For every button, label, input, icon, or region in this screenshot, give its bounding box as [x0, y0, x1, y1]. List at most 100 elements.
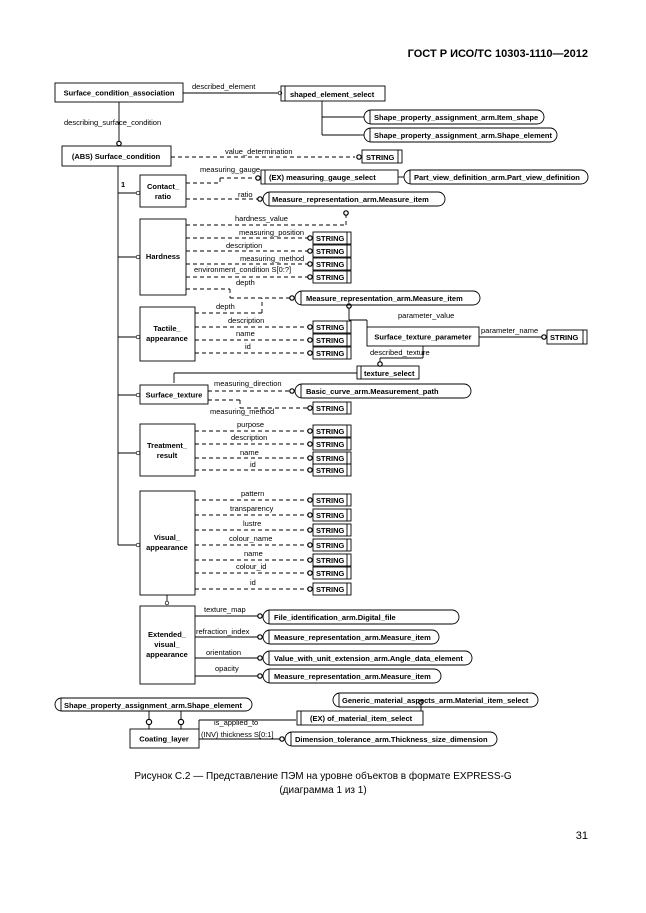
entity-tactile-appearance: Tactile_ appearance: [139, 306, 196, 362]
string-parameter-name: STRING: [546, 329, 588, 345]
svg-text:STRING: STRING: [366, 153, 395, 162]
entity-extended-visual-appearance: Extended_ visual_ appearance: [139, 605, 196, 685]
attr-description-r: description: [231, 433, 267, 442]
ref-thickness-size-dimension: Dimension_tolerance_arm.Thickness_size_d…: [284, 731, 498, 747]
select-shaped-element: shaped_element_select: [280, 85, 386, 136]
attr-environment-condition: environment_condition S[0:?]: [194, 265, 291, 274]
page-number: 31: [575, 830, 588, 842]
attr-description-t: description: [228, 316, 264, 325]
attr-orientation: orientation: [206, 648, 241, 657]
attr-name-t: name: [236, 329, 255, 338]
string-transparency: STRING: [312, 508, 352, 522]
attr-texture-map: texture_map: [204, 605, 246, 614]
svg-text:Value_with_unit_extension_arm.: Value_with_unit_extension_arm.Angle_data…: [274, 654, 463, 663]
svg-text:(ABS) Surface_condition: (ABS) Surface_condition: [72, 152, 161, 161]
string-id-r: STRING: [312, 463, 352, 477]
string-description-t: STRING: [312, 320, 352, 334]
svg-text:Surface_texture_parameter: Surface_texture_parameter: [374, 333, 471, 342]
dashed-relations: [171, 156, 355, 590]
svg-text:Surface_condition_association: Surface_condition_association: [64, 89, 175, 98]
svg-text:shaped_element_select: shaped_element_select: [290, 90, 375, 99]
string-boxes: STRING STRING STRING STRING STRING STRIN…: [312, 149, 588, 596]
ref-measure-item-refraction: Measure_representation_arm.Measure_item: [262, 629, 440, 645]
document-header: ГОСТ Р ИСО/ТС 10303-1110—2012: [407, 48, 588, 60]
svg-text:STRING: STRING: [316, 349, 345, 358]
string-pattern: STRING: [312, 493, 352, 507]
entity-coating-layer: Coating_layer: [129, 728, 200, 749]
svg-text:visual_: visual_: [154, 640, 180, 649]
svg-text:STRING: STRING: [316, 585, 345, 594]
attr-measuring-method-h: measuring_method: [240, 254, 304, 263]
svg-text:result: result: [157, 451, 178, 460]
svg-text:STRING: STRING: [550, 333, 579, 342]
string-measuring-method-s: STRING: [312, 401, 352, 415]
attr-describing-surface-condition: describing_surface_condition: [64, 118, 161, 127]
entity-hardness: Hardness: [139, 218, 187, 296]
end-circles: [145, 154, 547, 742]
svg-text:STRING: STRING: [316, 404, 345, 413]
attr-depth-h: depth: [236, 278, 255, 287]
attr-id-v: id: [250, 578, 256, 587]
attr-measuring-position: measuring_position: [239, 228, 304, 237]
attr-inv-thickness: (INV) thickness S[0:1]: [201, 730, 274, 739]
svg-text:appearance: appearance: [146, 543, 188, 552]
svg-text:Shape_property_assignment_arm.: Shape_property_assignment_arm.Shape_elem…: [374, 131, 552, 140]
ref-ex-measuring-gauge-select: (EX) measuring_gauge_select: [260, 169, 399, 185]
ref-shape-element: Shape_property_assignment_arm.Shape_elem…: [363, 127, 558, 143]
svg-text:STRING: STRING: [316, 234, 345, 243]
string-value-determination: STRING: [361, 149, 403, 164]
attr-transparency: transparency: [230, 504, 274, 513]
entity-treatment-result: Treatment_ result: [139, 423, 196, 477]
string-lustre: STRING: [312, 523, 352, 537]
attr-lustre: lustre: [243, 519, 261, 528]
attr-is-applied-to: is_applied_to: [214, 718, 258, 727]
svg-text:STRING: STRING: [316, 541, 345, 550]
svg-text:STRING: STRING: [316, 440, 345, 449]
attr-colour-name: colour_name: [229, 534, 272, 543]
attr-hardness-value: hardness_value: [235, 214, 288, 223]
svg-text:STRING: STRING: [316, 323, 345, 332]
entity-surface-condition-association: Surface_condition_association: [54, 82, 184, 103]
string-measuring-method-h: STRING: [312, 257, 352, 271]
string-measuring-position: STRING: [312, 231, 352, 245]
attr-value-determination: value_determination: [225, 147, 293, 156]
svg-text:Measure_representation_arm.Mea: Measure_representation_arm.Measure_item: [272, 195, 429, 204]
svg-text:Coating_layer: Coating_layer: [139, 735, 189, 744]
attr-ratio: ratio: [238, 190, 253, 199]
svg-text:Basic_curve_arm.Measurement_pa: Basic_curve_arm.Measurement_path: [306, 387, 439, 396]
string-description-h: STRING: [312, 244, 352, 258]
string-colour-id: STRING: [312, 566, 352, 580]
attr-colour-id: colour_id: [236, 562, 266, 571]
svg-text:STRING: STRING: [316, 526, 345, 535]
svg-text:STRING: STRING: [316, 454, 345, 463]
attr-depth-t: depth: [216, 302, 235, 311]
svg-text:Treatment_: Treatment_: [147, 441, 188, 450]
svg-text:Measure_representation_arm.Mea: Measure_representation_arm.Measure_item: [306, 294, 463, 303]
svg-text:ratio: ratio: [155, 192, 172, 201]
figure-caption-sub: (диаграмма 1 из 1): [279, 785, 367, 796]
svg-text:STRING: STRING: [316, 569, 345, 578]
attr-name-v: name: [244, 549, 263, 558]
svg-text:(EX) measuring_gauge_select: (EX) measuring_gauge_select: [269, 173, 376, 182]
svg-text:Measure_representation_arm.Mea: Measure_representation_arm.Measure_item: [274, 633, 431, 642]
ref-shape-property-element: Shape_property_assignment_arm.Shape_elem…: [54, 697, 253, 712]
ref-generic-material-item: Generic_material_aspects_arm.Material_it…: [332, 692, 539, 708]
attr-refraction-index: refraction_index: [196, 627, 250, 636]
entity-abs-surface-condition: (ABS) Surface_condition: [61, 145, 172, 167]
attr-measuring-gauge: measuring_gauge: [200, 165, 260, 174]
svg-text:STRING: STRING: [316, 556, 345, 565]
string-id-t: STRING: [312, 346, 352, 360]
svg-text:appearance: appearance: [146, 334, 188, 343]
svg-text:STRING: STRING: [316, 427, 345, 436]
string-id-v: STRING: [312, 582, 352, 596]
ref-shape-item: Shape_property_assignment_arm.Item_shape: [363, 109, 545, 125]
svg-text:Surface_texture: Surface_texture: [146, 391, 203, 400]
svg-text:Hardness: Hardness: [146, 252, 180, 261]
svg-text:File_identification_arm.Digita: File_identification_arm.Digital_file: [274, 613, 396, 622]
attr-purpose: purpose: [237, 420, 264, 429]
svg-text:STRING: STRING: [316, 466, 345, 475]
main-connections: [116, 90, 283, 606]
string-colour-name: STRING: [312, 538, 352, 552]
entity-surface-texture: Surface_texture: [139, 384, 209, 405]
